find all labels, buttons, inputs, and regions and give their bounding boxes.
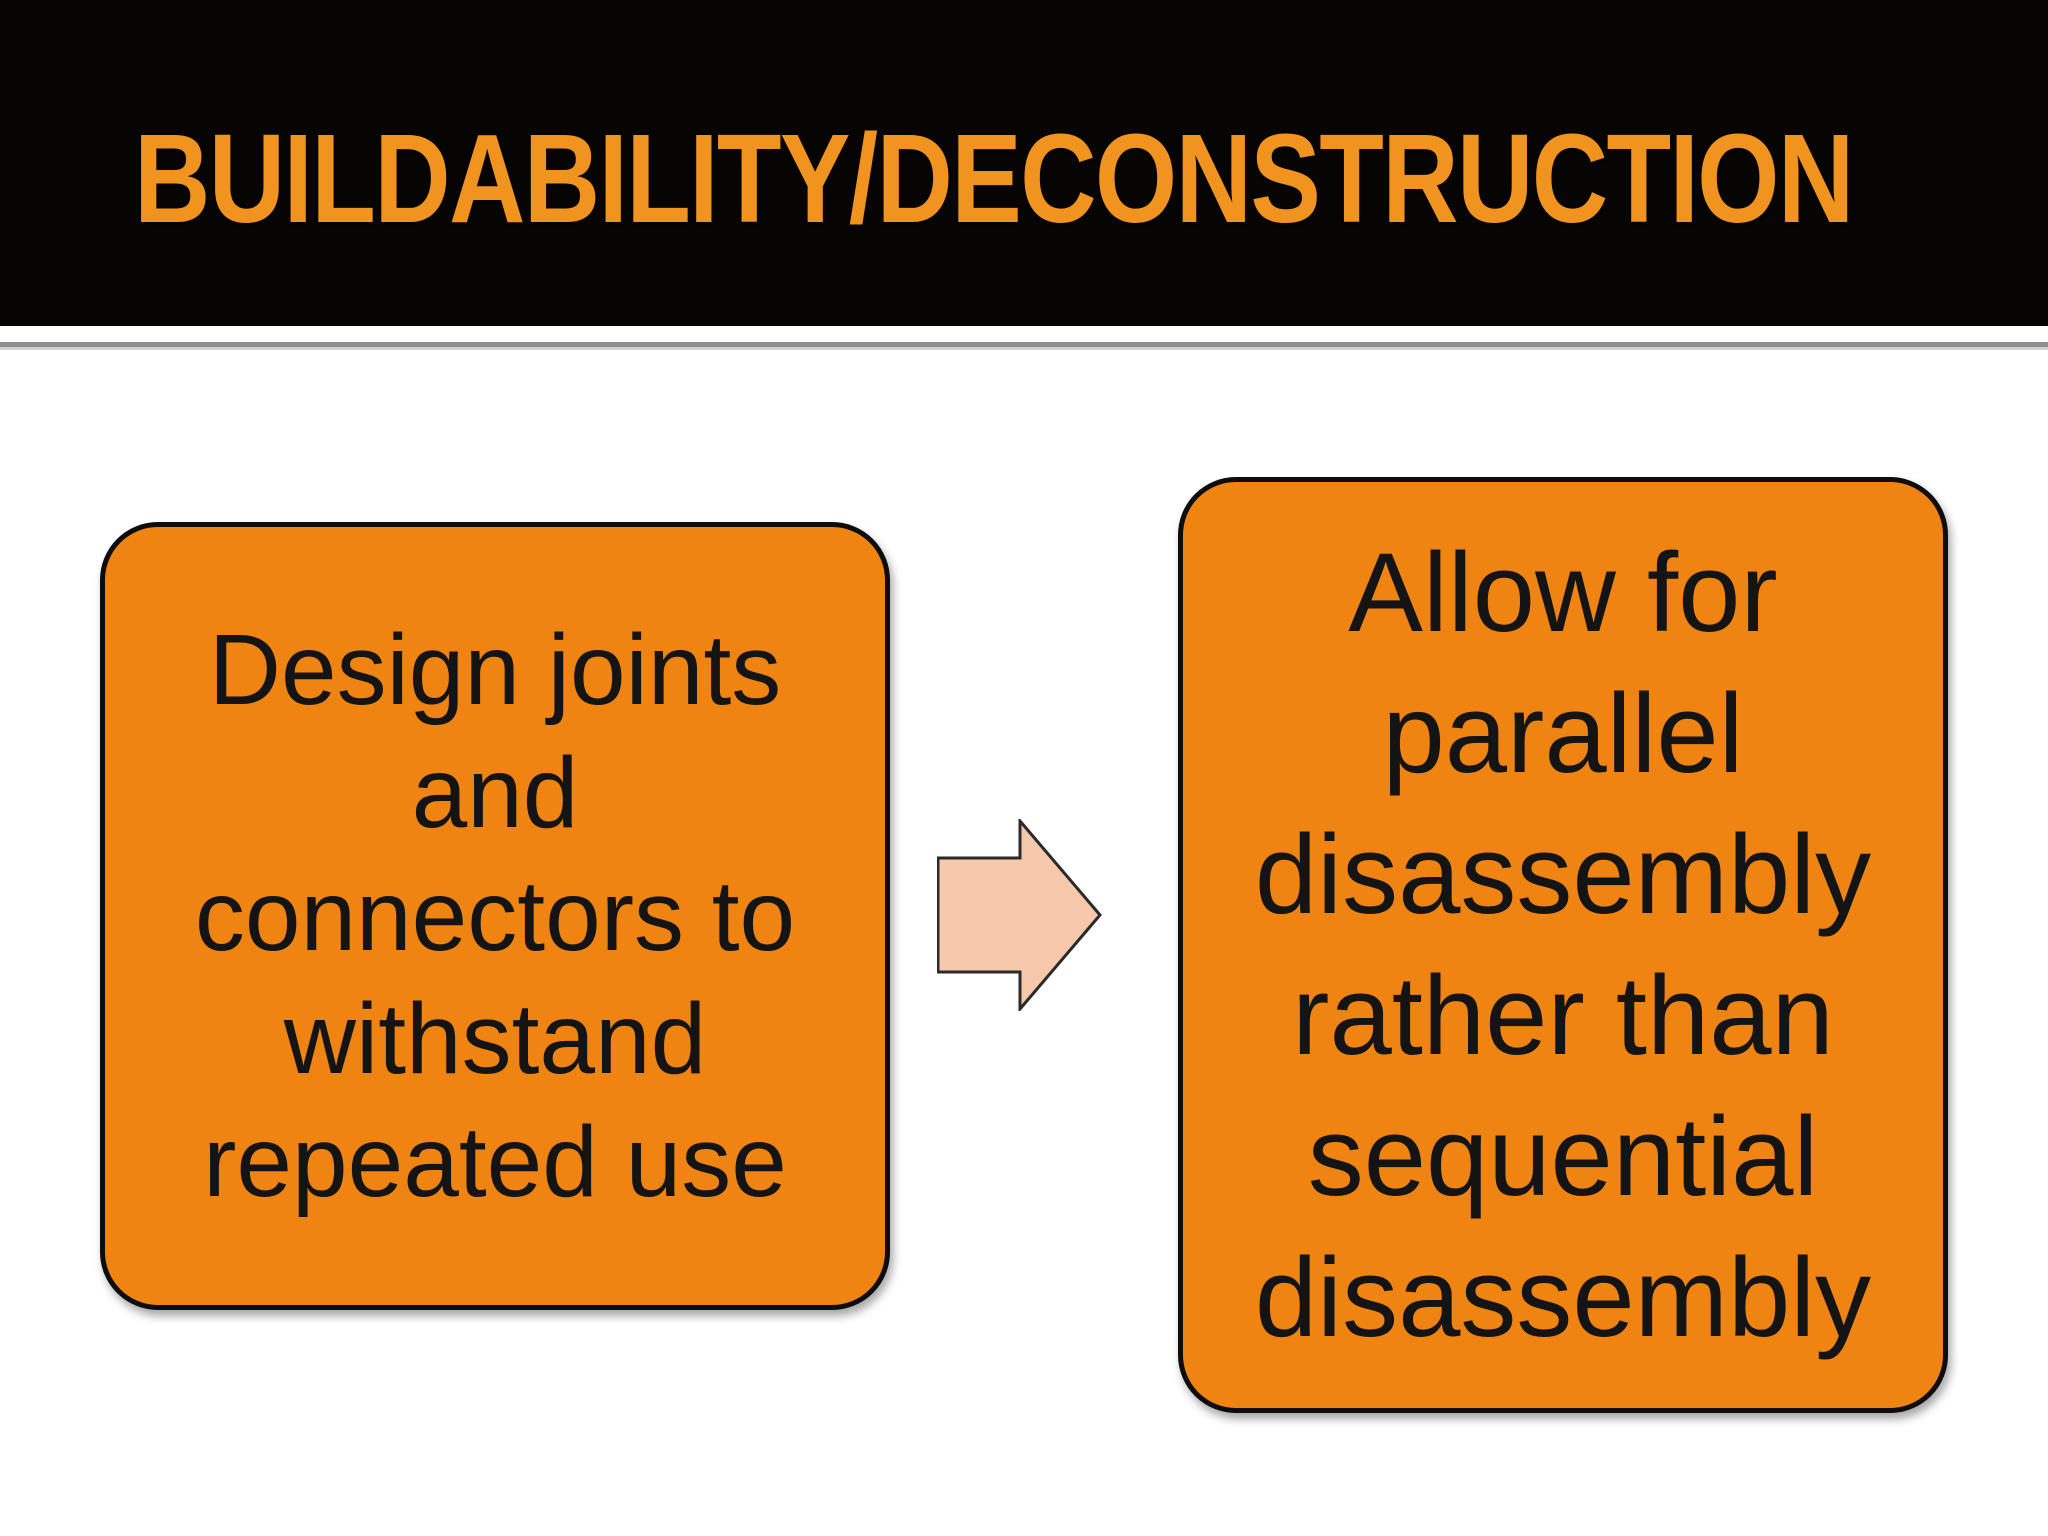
process-box-right: Allow for parallel disassembly rather th… xyxy=(1178,477,1948,1413)
box-text-line: rather than xyxy=(1292,953,1834,1078)
box-text-line: connectors to xyxy=(194,859,796,972)
box-text-line: parallel xyxy=(1382,670,1744,796)
box-text-line: withstand xyxy=(283,982,707,1095)
header-divider-line xyxy=(0,342,2048,347)
box-text-line: disassembly xyxy=(1254,811,1872,937)
box-text-line: repeated use xyxy=(203,1105,787,1218)
box-text-line: and xyxy=(411,736,579,849)
box-text-line: Allow for xyxy=(1348,529,1778,655)
slide-title: BUILDABILITY/DECONSTRUCTION xyxy=(134,108,1854,249)
process-box-left: Design joints and connectors to withstan… xyxy=(100,522,890,1310)
right-arrow-icon xyxy=(937,819,1103,1011)
title-band: BUILDABILITY/DECONSTRUCTION xyxy=(0,0,2048,326)
box-text-line: sequential xyxy=(1307,1094,1819,1220)
box-text-line: disassembly xyxy=(1254,1235,1872,1361)
box-text-line: Design joints xyxy=(208,613,782,726)
